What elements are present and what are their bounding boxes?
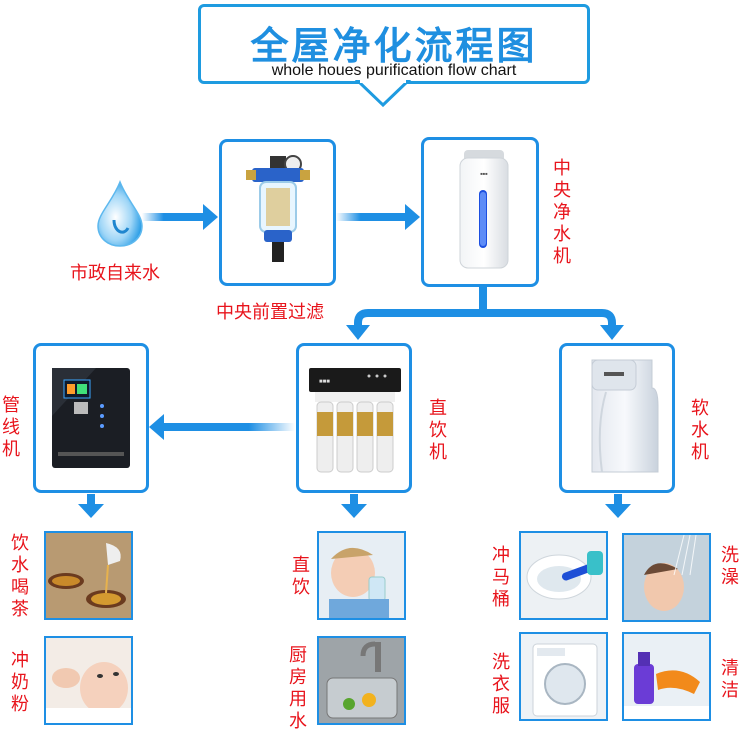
- title-banner: 全屋净化流程图 whole houes purification flow ch…: [198, 4, 590, 84]
- banner-pointer: [355, 80, 412, 108]
- use-drink-tea-label: 饮水喝茶: [11, 533, 29, 620]
- use-cleaning-label: 清洁: [721, 658, 739, 701]
- toilet-icon: [521, 533, 606, 618]
- tea-cups-icon: [46, 533, 131, 618]
- arrow-prefilter-to-central: [336, 213, 406, 221]
- use-laundry-photo: [519, 632, 608, 721]
- arrow-source-to-prefilter: [142, 213, 204, 221]
- direct-drinking-box: ■■■: [296, 343, 412, 493]
- direct-drinking-device-icon: ■■■: [309, 368, 401, 473]
- baby-icon: [46, 638, 131, 723]
- prefilter-device-icon: [246, 155, 310, 262]
- use-shower-photo: [622, 533, 711, 622]
- kitchen-sink-icon: [319, 638, 404, 723]
- softener-device-icon: [591, 359, 659, 473]
- source-label: 市政自来水: [70, 263, 160, 284]
- use-cleaning-photo: [622, 632, 711, 721]
- use-kitchen-photo: [317, 636, 406, 725]
- arrow-direct-to-pipeline: [163, 423, 295, 431]
- use-toilet-label: 冲马桶: [492, 545, 510, 610]
- child-drinking-icon: [319, 533, 404, 618]
- title-zh: 全屋净化流程图: [250, 24, 538, 68]
- use-direct-drink-label: 直饮: [292, 555, 310, 598]
- central-purifier-box: ■■■: [421, 137, 539, 287]
- washing-machine-icon: [521, 634, 606, 719]
- use-toilet-photo: [519, 531, 608, 620]
- pipeline-machine-box: [33, 343, 149, 493]
- prefilter-box: [219, 139, 336, 286]
- pipeline-machine-label: 管线机: [2, 395, 20, 460]
- central-purifier-device-icon: ■■■: [459, 150, 509, 269]
- softener-label: 软水机: [691, 398, 709, 463]
- use-laundry-label: 洗衣服: [492, 652, 510, 717]
- use-baby-formula-photo: [44, 636, 133, 725]
- use-shower-label: 洗澡: [721, 545, 739, 588]
- use-baby-formula-label: 冲奶粉: [11, 650, 29, 715]
- water-drop-icon: [97, 180, 143, 247]
- direct-drinking-label: 直饮机: [429, 398, 447, 463]
- arrow-central-split: [354, 287, 616, 327]
- use-direct-drink-photo: [317, 531, 406, 620]
- svg-text:■■■: ■■■: [480, 171, 488, 176]
- pipeline-machine-device-icon: [52, 368, 130, 468]
- svg-text:■■■: ■■■: [319, 379, 330, 385]
- softener-box: [559, 343, 675, 493]
- shower-icon: [624, 535, 709, 620]
- prefilter-label: 中央前置过滤: [216, 302, 324, 323]
- arrow-down-group: [78, 494, 631, 518]
- cleaning-icon: [624, 634, 709, 719]
- use-kitchen-label: 厨房用水: [289, 645, 307, 732]
- central-purifier-label: 中央净水机: [553, 158, 571, 267]
- use-drink-tea-photo: [44, 531, 133, 620]
- title-en: whole houes purification flow chart: [271, 62, 517, 79]
